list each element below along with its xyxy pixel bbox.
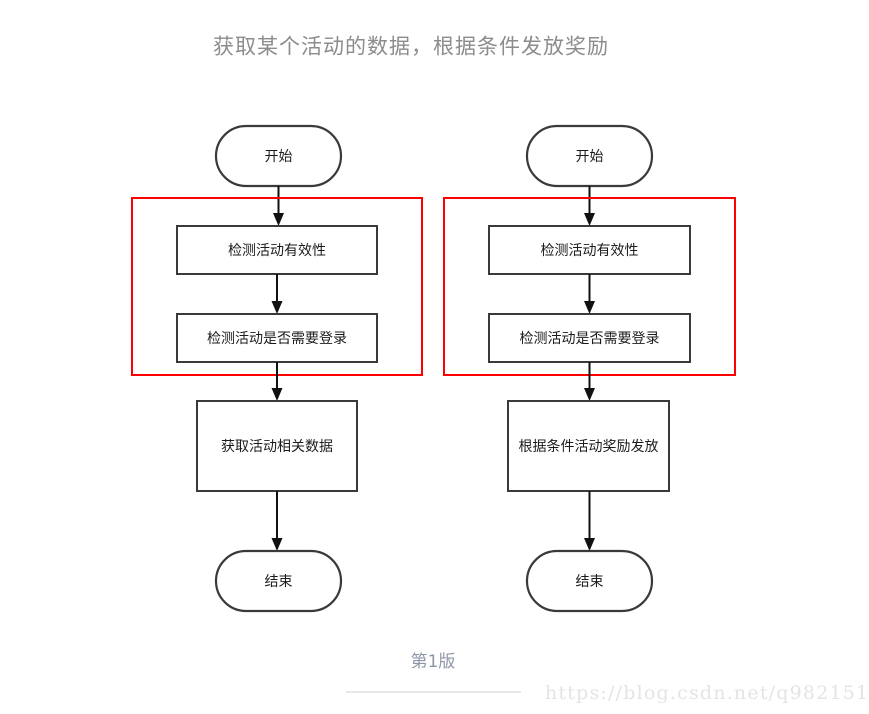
left-check-validity-label: 检测活动有效性: [228, 243, 326, 259]
node-right-grant-reward[interactable]: 根据条件活动奖励发放: [507, 400, 670, 492]
page-title: 获取某个活动的数据，根据条件发放奖励: [213, 35, 609, 59]
edge-left-login-to-fetch: [271, 362, 283, 401]
node-right-check-validity[interactable]: 检测活动有效性: [488, 225, 691, 275]
node-left-fetch-data[interactable]: 获取活动相关数据: [196, 400, 358, 492]
left-fetch-data-label: 获取活动相关数据: [221, 439, 333, 455]
edge-left-validity-to-login: [271, 274, 283, 314]
right-end-shape: [525, 549, 654, 613]
right-grant-reward-shape: [507, 400, 670, 492]
node-right-end[interactable]: 结束: [525, 549, 654, 613]
edge-right-start-to-validity: [584, 186, 595, 226]
node-left-end[interactable]: 结束: [214, 549, 343, 613]
left-check-validity-shape: [176, 225, 378, 275]
version-caption: 第1版: [411, 652, 456, 672]
flow-left: 开始 检测活动有效性 检测活动是否需要登录: [131, 124, 423, 613]
node-left-check-validity[interactable]: 检测活动有效性: [176, 225, 378, 275]
node-right-start[interactable]: 开始: [525, 124, 654, 188]
right-start-label: 开始: [576, 149, 604, 165]
node-left-check-login[interactable]: 检测活动是否需要登录: [176, 313, 378, 363]
left-end-shape: [214, 549, 343, 613]
left-check-login-label: 检测活动是否需要登录: [207, 331, 347, 347]
edge-left-start-to-validity: [273, 186, 284, 226]
right-grant-reward-label: 根据条件活动奖励发放: [519, 438, 659, 455]
edge-right-reward-to-end: [584, 491, 595, 551]
node-left-start[interactable]: 开始: [214, 124, 343, 188]
flow-right: 开始 检测活动有效性 检测活动是否需要登录: [443, 124, 736, 613]
right-check-validity-label: 检测活动有效性: [541, 243, 639, 259]
edge-left-fetch-to-end: [271, 491, 283, 551]
right-check-login-shape: [488, 313, 691, 363]
watermark: https://blog.csdn.net/q982151756: [346, 682, 869, 704]
left-check-login-shape: [176, 313, 378, 363]
left-start-label: 开始: [265, 149, 293, 165]
node-right-check-login[interactable]: 检测活动是否需要登录: [488, 313, 691, 363]
left-end-label: 结束: [265, 574, 293, 590]
right-check-validity-shape: [488, 225, 691, 275]
edge-right-login-to-reward: [584, 362, 595, 401]
edge-right-validity-to-login: [584, 274, 595, 314]
right-end-label: 结束: [576, 574, 604, 590]
watermark-url: https://blog.csdn.net/q982151756: [545, 682, 869, 704]
right-check-login-label: 检测活动是否需要登录: [520, 331, 660, 347]
